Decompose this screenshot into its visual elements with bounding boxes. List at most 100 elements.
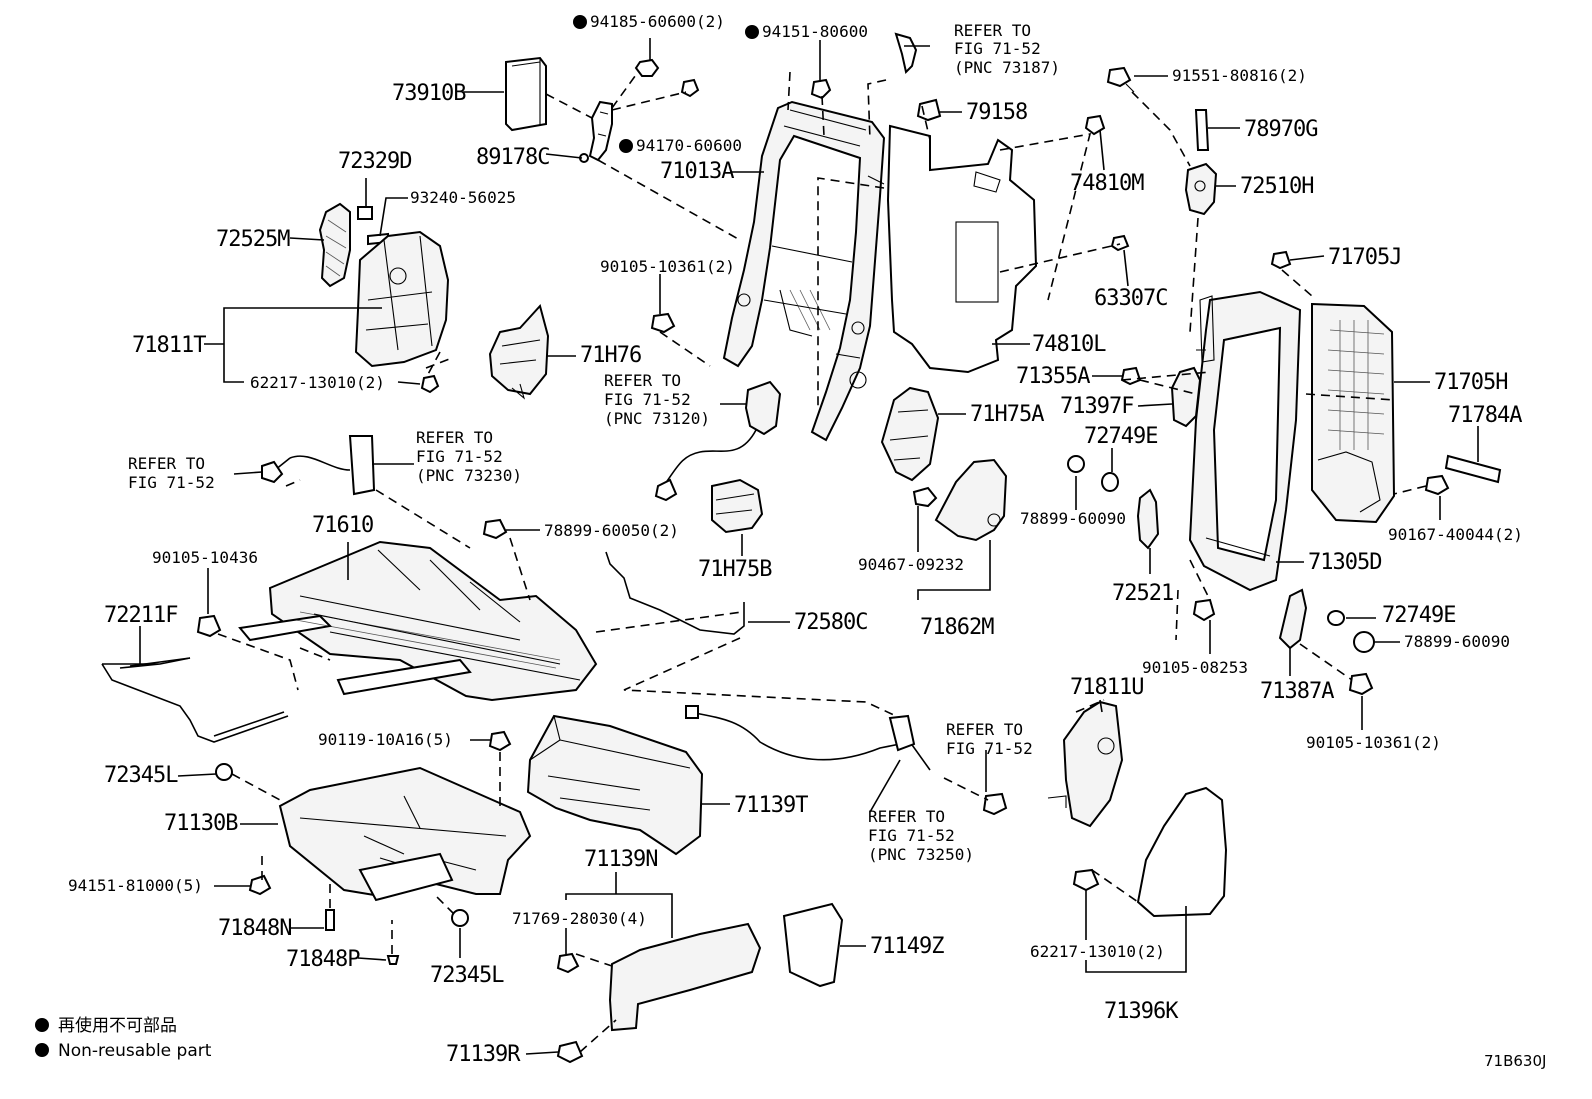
part-90105-10361-bolt-drawing (1348, 672, 1374, 696)
refer-73120-line3: (PNC 73120) (604, 409, 710, 428)
part-harness-73250-drawing (685, 705, 931, 771)
part-78899-60050-bolt-drawing (482, 518, 508, 540)
refer-7152b-line1: REFER TO (946, 720, 1023, 739)
part-72329D-block-drawing (357, 206, 373, 220)
label-72521: 72521 (1112, 581, 1173, 606)
label-71013A: 71013A (660, 159, 734, 184)
part-94170-nut-drawing (680, 78, 700, 98)
part-labels: 94185-60600(2) 94151-80600 73910B 89178C… (68, 12, 1523, 1067)
part-72345L-nut-a-drawing (215, 763, 233, 781)
label-72345L-b: 72345L (430, 963, 504, 988)
part-90105-10436-bolt-drawing (196, 614, 222, 638)
part-90105-bolt-drawing (650, 312, 676, 334)
refer-notes: REFER TO FIG 71-52 (PNC 73187) REFER TO … (128, 21, 1060, 864)
part-63307C-clip-drawing (1110, 234, 1130, 252)
label-90105-10361-a: 90105-10361(2) (600, 257, 735, 276)
label-79158: 79158 (966, 100, 1027, 125)
refer-note-fig-71-52-right[interactable]: REFER TO FIG 71-52 (946, 720, 1033, 758)
part-71149Z-pad-drawing (782, 902, 844, 988)
label-71396K: 71396K (1104, 999, 1179, 1024)
label-71848P: 71848P (286, 947, 360, 972)
part-72749E-washer-drawing (1067, 455, 1119, 492)
part-71H76-cover-drawing (488, 303, 550, 400)
part-73250-bolt-drawing (982, 792, 1008, 816)
non-reusable-dot-94151 (745, 25, 759, 39)
refer-73230-line2: FIG 71-52 (416, 447, 503, 466)
label-63307C: 63307C (1094, 286, 1167, 311)
part-72345L-nut-b-drawing (451, 909, 469, 927)
label-93240: 93240-56025 (410, 188, 516, 207)
figure-id: 71B630J (1484, 1052, 1546, 1070)
label-74810M: 74810M (1070, 171, 1144, 196)
part-94185-nut-drawing (634, 58, 660, 77)
refer-73120-line2: FIG 71-52 (604, 390, 691, 409)
label-91551: 91551-80816(2) (1172, 66, 1307, 85)
label-71H75B: 71H75B (698, 557, 772, 582)
part-71848P-clip-drawing (386, 955, 400, 965)
part-71H75B-cover-drawing (711, 478, 764, 534)
label-94170: 94170-60600 (636, 136, 742, 155)
refer-note-pnc-73120[interactable]: REFER TO FIG 71-52 (PNC 73120) (604, 371, 710, 428)
part-71397F-cover-drawing (1170, 366, 1202, 428)
label-72329D: 72329D (338, 149, 411, 174)
part-72521-latch-drawing (1136, 488, 1160, 550)
part-72580C-cable-drawing (605, 551, 745, 635)
part-71355A-bolt-drawing (1120, 366, 1142, 386)
label-71387A: 71387A (1260, 679, 1334, 704)
part-78970G-rod-drawing (1194, 109, 1210, 151)
label-71705J: 71705J (1328, 245, 1401, 270)
refer-note-pnc-73250[interactable]: REFER TO FIG 71-52 (PNC 73250) (868, 807, 974, 864)
label-71139N: 71139N (584, 847, 657, 872)
part-72510H-latch-drawing (1184, 162, 1218, 216)
non-reusable-markers (573, 15, 759, 153)
label-78899-60090-a: 78899-60090 (1020, 509, 1126, 528)
refer-73187-line2: FIG 71-52 (954, 39, 1041, 58)
part-94151-nut-drawing (810, 78, 832, 100)
part-79158-clip-drawing (916, 98, 942, 122)
part-74810M-clip-drawing (1084, 114, 1106, 136)
label-71139R: 71139R (446, 1042, 521, 1067)
label-71397F: 71397F (1060, 394, 1133, 419)
label-73910B: 73910B (392, 81, 466, 106)
label-90167: 90167-40044(2) (1388, 525, 1523, 544)
refer-note-pnc-73187[interactable]: REFER TO FIG 71-52 (PNC 73187) (954, 21, 1060, 77)
label-71355A: 71355A (1016, 364, 1090, 389)
label-94151-81000: 94151-81000(5) (68, 876, 203, 895)
label-72580C: 72580C (794, 610, 867, 635)
part-90105-08253-bolt-drawing (1192, 598, 1216, 622)
label-62217-a: 62217-13010(2) (250, 373, 385, 392)
label-90105-10361-b: 90105-10361(2) (1306, 733, 1441, 752)
refer-73230-line1: REFER TO (416, 428, 493, 447)
refer-7152a-line1: REFER TO (128, 454, 205, 473)
part-71784A-strip-drawing (1444, 454, 1502, 484)
part-91551-bolt-drawing (1106, 66, 1135, 93)
part-89178C-bracket-drawing (579, 100, 613, 163)
label-90119: 90119-10A16(5) (318, 730, 453, 749)
part-71862M-cover-drawing (934, 458, 1008, 542)
part-71705H-board-drawing (1311, 302, 1396, 524)
non-reusable-dot-94170 (619, 139, 633, 153)
label-90105-10436: 90105-10436 (152, 548, 258, 567)
part-90467-clip-drawing (912, 486, 938, 508)
legend: 再使用不可部品 Non-reusable part (35, 1015, 212, 1061)
part-72525M-lever-drawing (318, 202, 351, 288)
label-71784A: 71784A (1448, 403, 1522, 428)
part-72211F-wire-drawing (101, 657, 289, 743)
refer-note-pnc-73230[interactable]: REFER TO FIG 71-52 (PNC 73230) (416, 428, 522, 485)
label-71130B: 71130B (164, 811, 238, 836)
part-71705J-clip-drawing (1270, 250, 1292, 270)
label-71H75A: 71H75A (970, 402, 1044, 427)
part-94151-81000-nut-drawing (248, 874, 272, 896)
part-90119-bolt-drawing (488, 730, 512, 752)
label-71769: 71769-28030(4) (512, 909, 647, 928)
refer-7152a-line2: FIG 71-52 (128, 473, 215, 492)
legend-en-text: Non-reusable part (58, 1041, 212, 1061)
legend-dot-en (35, 1043, 49, 1057)
refer-note-fig-71-52-left[interactable]: REFER TO FIG 71-52 (128, 454, 215, 492)
label-71811U: 71811U (1070, 675, 1143, 700)
label-90467: 90467-09232 (858, 555, 964, 574)
label-71H76: 71H76 (580, 343, 641, 368)
legend-jp-text: 再使用不可部品 (58, 1015, 177, 1036)
part-71305D-frame-drawing (1188, 290, 1302, 592)
